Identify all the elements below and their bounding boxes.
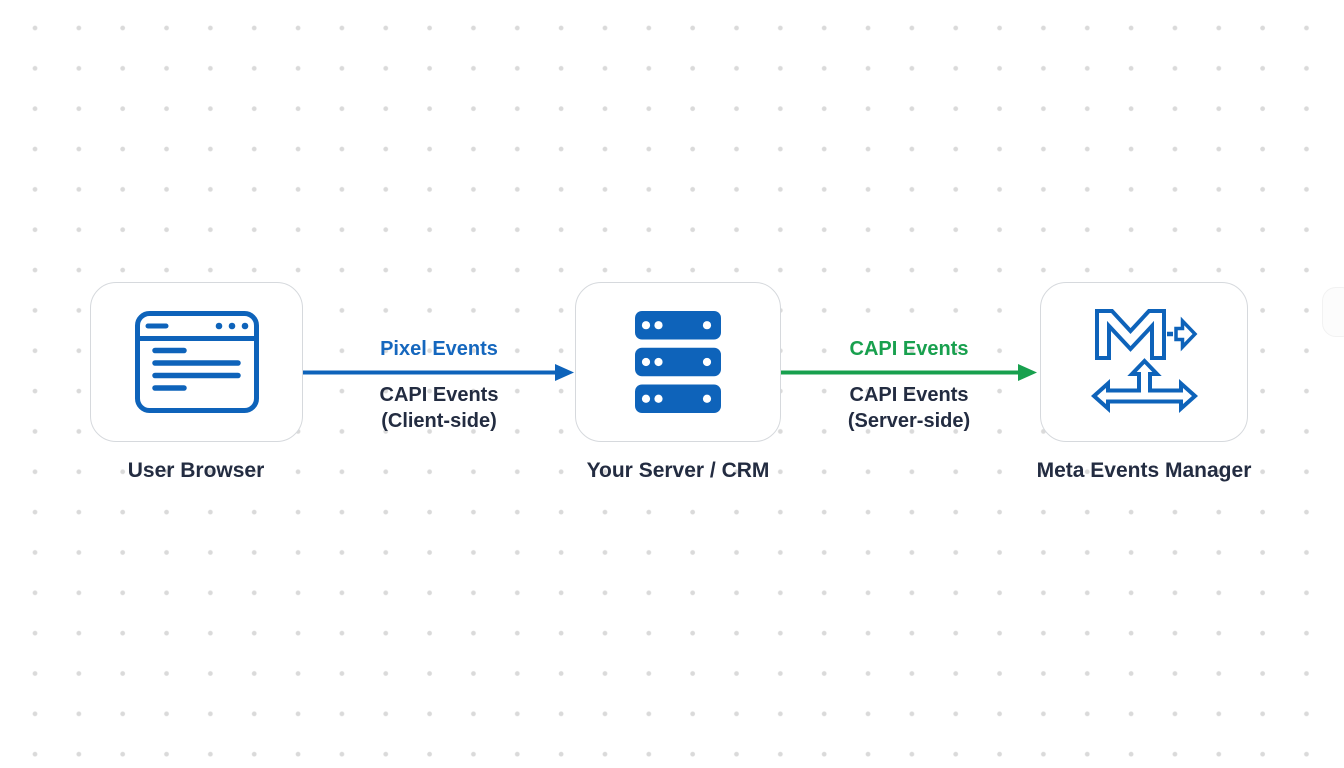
edge2-top-label: CAPI Events (849, 338, 969, 360)
edge1-top-label: Pixel Events (380, 338, 498, 360)
edge2-bottom-line1: CAPI Events (849, 384, 969, 406)
node-label-your-server-crm: Your Server / CRM (586, 459, 770, 482)
node-label-user-browser: User Browser (127, 459, 265, 482)
edge2-green-arrow-icon (781, 364, 1037, 381)
node-your-server-crm (575, 282, 781, 442)
node-label-meta-events-manager: Meta Events Manager (1036, 459, 1252, 482)
server-stack-icon (635, 311, 721, 413)
edge1-blue-arrow-icon (303, 364, 574, 381)
node-user-browser (90, 282, 303, 442)
edge1-bottom-line2: (Client-side) (381, 410, 497, 432)
edge1-bottom-line1: CAPI Events (379, 384, 499, 406)
edge2-bottom-label: CAPI Events (Server-side) (781, 382, 1037, 434)
meta-events-manager-icon (1090, 309, 1198, 413)
edge2-bottom-line2: (Server-side) (847, 410, 971, 432)
cropped-offscreen-element (1322, 287, 1344, 337)
browser-window-icon (134, 311, 259, 413)
edge1-bottom-label: CAPI Events (Client-side) (303, 382, 575, 434)
node-meta-events-manager (1040, 282, 1248, 442)
